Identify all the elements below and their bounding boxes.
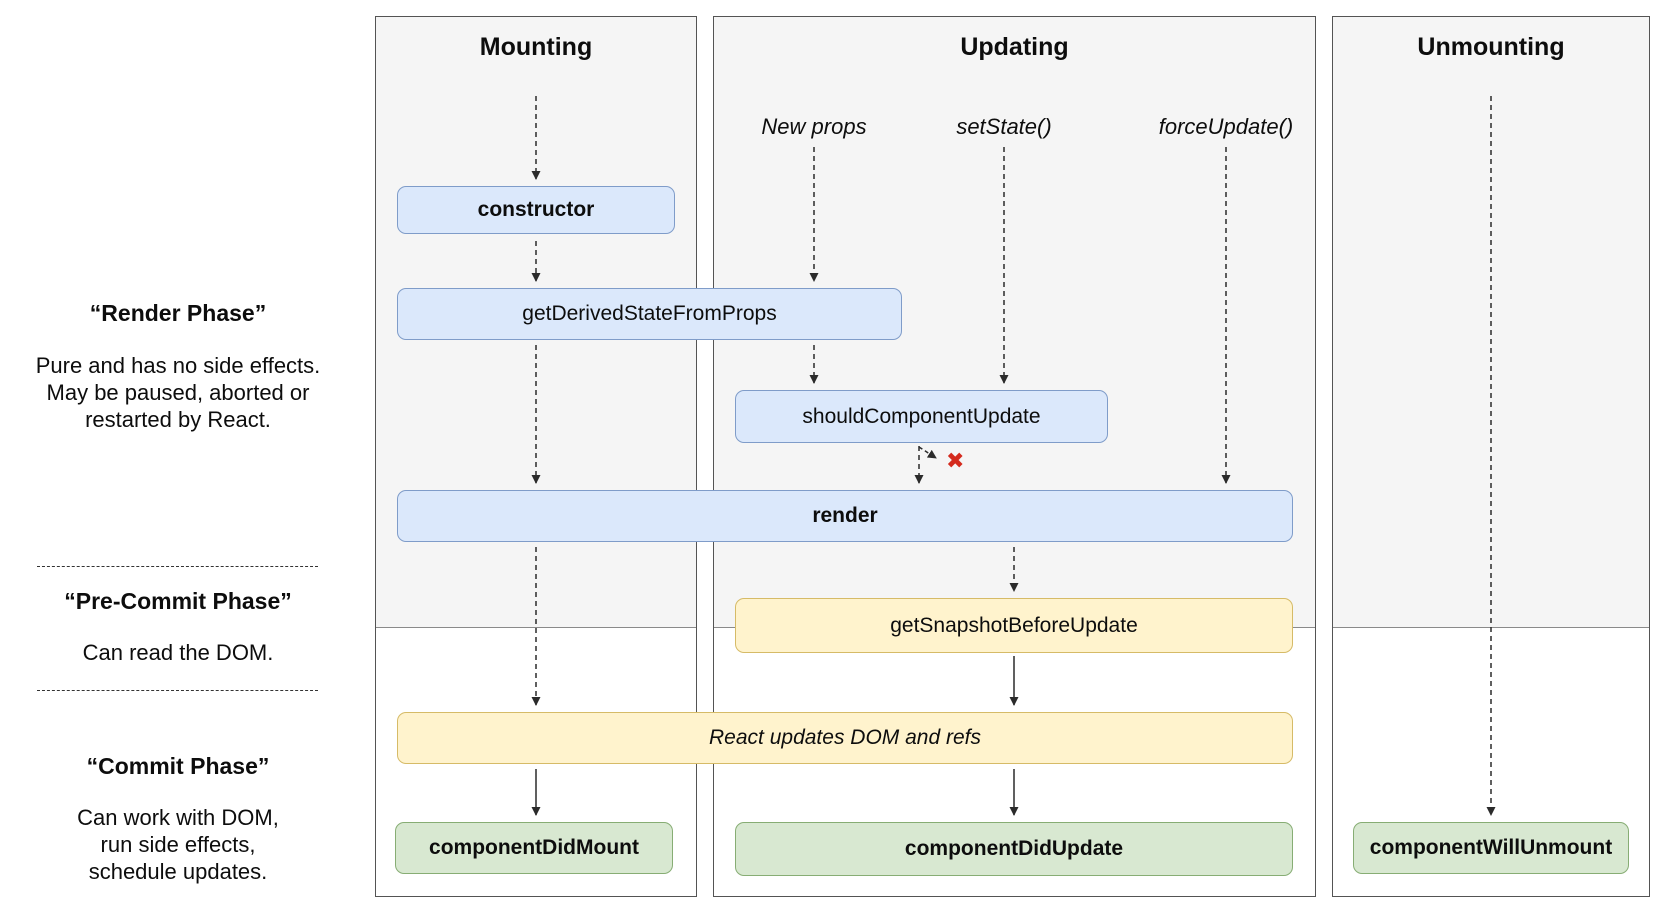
trigger-force-update: forceUpdate() xyxy=(1158,114,1294,139)
component-did-mount-box: componentDidMount xyxy=(395,822,673,874)
pre-commit-phase-title: “Pre-Commit Phase” xyxy=(64,588,292,614)
get-snapshot-before-update-box: getSnapshotBeforeUpdate xyxy=(735,598,1293,653)
pre-commit-phase-description: Can read the DOM. xyxy=(82,640,274,665)
commit-phase-description: Can work with DOM, run side effects, sch… xyxy=(77,805,279,884)
update-rejected-x-icon: ✖ xyxy=(946,449,965,474)
unmounting-render-phase-region xyxy=(1333,17,1649,628)
mounting-title: Mounting xyxy=(479,33,593,61)
component-did-update-box: componentDidUpdate xyxy=(735,822,1293,876)
trigger-set-state: setState() xyxy=(956,114,1052,139)
should-component-update-box: shouldComponentUpdate xyxy=(735,390,1108,443)
updating-title: Updating xyxy=(960,33,1069,61)
mounting-panel xyxy=(375,16,697,897)
render-phase-description: Pure and has no side effects. May be pau… xyxy=(35,353,321,432)
phase-divider-top xyxy=(37,566,318,567)
unmounting-panel xyxy=(1332,16,1650,897)
constructor-box: constructor xyxy=(397,186,675,234)
get-derived-state-from-props-box: getDerivedStateFromProps xyxy=(397,288,902,340)
component-will-unmount-box: componentWillUnmount xyxy=(1353,822,1629,874)
trigger-new-props: New props xyxy=(761,114,867,139)
phase-divider-bottom xyxy=(37,690,318,691)
updating-panel xyxy=(713,16,1316,897)
unmounting-title: Unmounting xyxy=(1417,33,1565,61)
render-phase-title: “Render Phase” xyxy=(89,300,267,326)
commit-phase-title: “Commit Phase” xyxy=(86,753,270,779)
react-updates-dom-box: React updates DOM and refs xyxy=(397,712,1293,764)
render-box: render xyxy=(397,490,1293,542)
